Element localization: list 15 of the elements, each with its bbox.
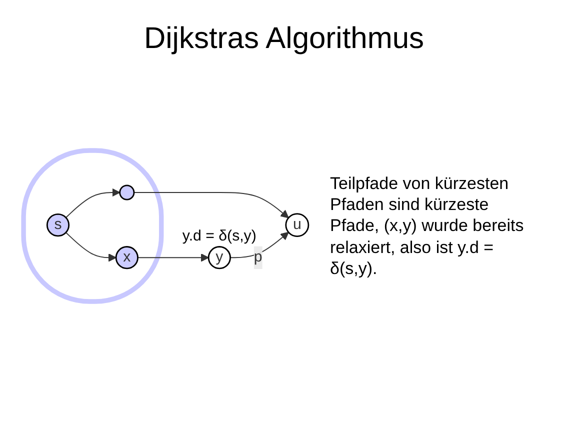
node-circle: u bbox=[285, 213, 310, 238]
arrow bbox=[134, 192, 289, 218]
node-annotation: y.d = δ(s,y) bbox=[182, 228, 256, 245]
arrow bbox=[65, 188, 120, 218]
node-circle: y bbox=[208, 246, 231, 270]
arrow bbox=[137, 253, 209, 262]
cluster bbox=[21, 148, 164, 304]
node-circle bbox=[119, 184, 135, 200]
arrow bbox=[65, 232, 116, 262]
slide-title: Dijkstras Algorithmus bbox=[142, 22, 426, 56]
explanation-text: Teilpfade von kürzesten Pfaden sind kürzeste Pfade, (x,y) wurde bereits relaxiert, also ist y.d = δ(s,y). bbox=[330, 172, 525, 280]
node-circle: x bbox=[115, 246, 138, 270]
arrow bbox=[230, 232, 289, 258]
node-circle: s bbox=[46, 214, 70, 237]
edge-label: p bbox=[254, 249, 262, 266]
